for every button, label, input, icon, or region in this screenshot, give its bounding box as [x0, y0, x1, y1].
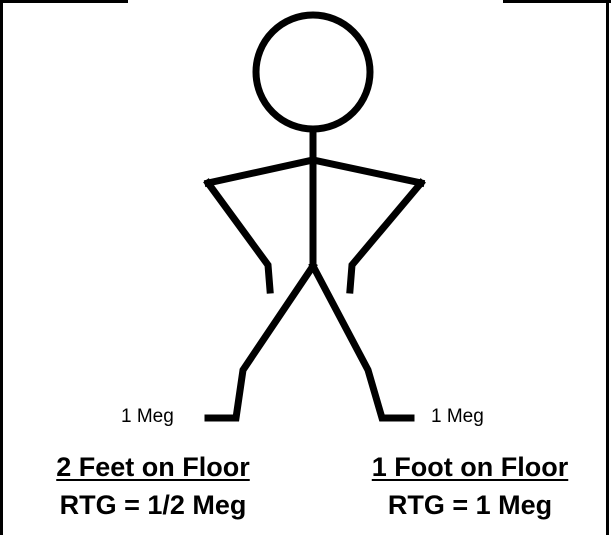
figure-left-arm — [203, 178, 274, 294]
left-caption: 2 Feet on Floor — [56, 452, 250, 482]
left-foot-resistance-label: 1 Meg — [121, 406, 174, 427]
frame-top-right — [503, 0, 611, 3]
figure-shoulders — [203, 156, 426, 188]
frame-top-left — [0, 0, 128, 3]
figure-right-arm — [346, 178, 426, 294]
right-rating: RTG = 1 Meg — [387, 490, 553, 520]
left-rating: RTG = 1/2 Meg — [59, 490, 247, 520]
right-caption: 1 Foot on Floor — [371, 452, 569, 482]
right-foot-resistance-label: 1 Meg — [431, 406, 484, 427]
figure-right-leg — [308, 261, 415, 422]
frame-right — [606, 0, 609, 535]
figure-left-leg — [204, 261, 318, 422]
figure-head — [252, 11, 374, 133]
frame-left — [0, 0, 3, 535]
